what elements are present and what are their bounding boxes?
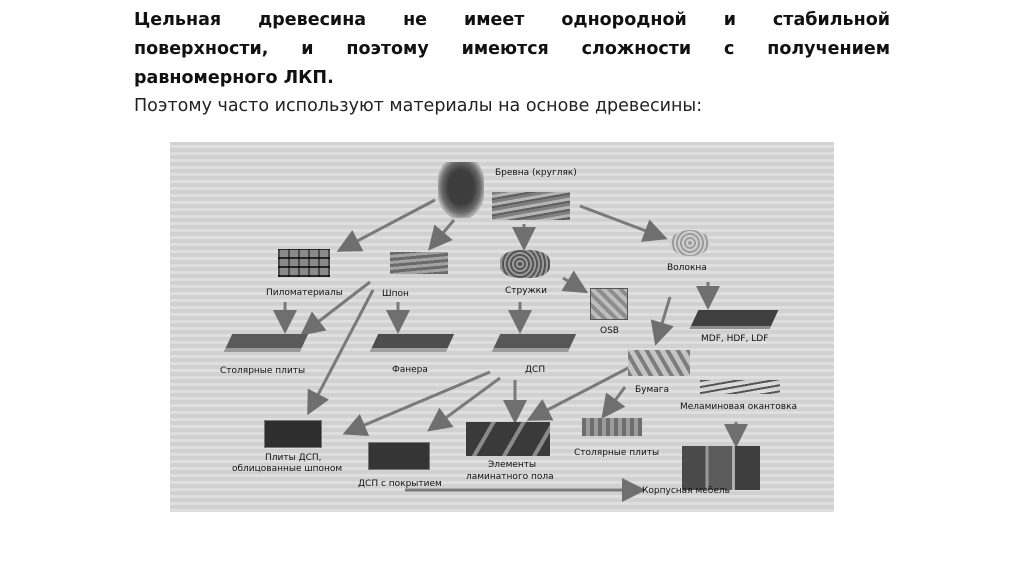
label-veneer: Шпон — [382, 289, 409, 299]
label-laminate-1: Элементы — [488, 460, 536, 470]
label-osb: OSB — [600, 326, 619, 336]
arrow-logs-lumber — [342, 200, 435, 249]
label-veneered-board-2: облицованные шпоном — [232, 464, 342, 474]
furniture-image — [682, 446, 760, 490]
heading-line-3: равномерного ЛКП. — [134, 64, 890, 93]
arrow-particleboard-coated — [432, 378, 500, 428]
osb-image — [590, 288, 628, 320]
arrow-veneer-veneered — [310, 290, 373, 410]
label-logs: Бревна (кругляк) — [495, 168, 577, 178]
label-lumber: Пиломатериалы — [266, 288, 343, 298]
lumber-stack-image — [278, 249, 330, 277]
wood-materials-diagram: Бревна (кругляк) Пиломатериалы Шпон Стру… — [170, 142, 834, 512]
label-fibers: Волокна — [667, 263, 707, 273]
paper-rolls-image — [628, 350, 690, 376]
arrow-logs-fibers — [580, 206, 662, 237]
subheading: Поэтому часто используют материалы на ос… — [134, 96, 702, 116]
heading-line-2: поверхности, и поэтому имеются сложности… — [134, 35, 890, 64]
tree-icon — [438, 162, 484, 218]
label-particleboard: ДСП — [525, 365, 545, 375]
arrow-fibers-paper — [657, 297, 670, 340]
laminate-floor-image — [466, 422, 550, 456]
fibers-image — [670, 230, 710, 256]
label-furniture: Корпусная мебель — [642, 486, 730, 496]
label-mdf: MDF, HDF, LDF — [701, 334, 768, 344]
heading: Цельная древесина не имеет однородной и … — [134, 6, 890, 93]
plywood-image — [370, 334, 454, 352]
label-melamine-edge: Меламиновая окантовка — [680, 402, 797, 412]
arrow-logs-veneer — [432, 220, 454, 246]
label-veneered-board-1: Плиты ДСП, — [265, 453, 322, 463]
veneered-board-image — [264, 420, 322, 448]
arrow-paper-laminate — [532, 366, 632, 418]
chips-image — [500, 250, 550, 278]
arrow-paper-blockboard — [605, 387, 625, 414]
label-chips: Стружки — [505, 286, 547, 296]
arrow-chips-osb — [563, 278, 583, 290]
log-pile-image — [492, 192, 570, 220]
coated-board-image — [368, 442, 430, 470]
mdf-board-image — [690, 310, 779, 329]
particleboard-image — [492, 334, 576, 352]
veneer-image — [390, 252, 448, 274]
melamine-edge-image — [700, 380, 780, 394]
label-paper: Бумага — [635, 385, 669, 395]
label-plywood: Фанера — [392, 365, 428, 375]
label-blockboard: Столярные плиты — [220, 366, 305, 376]
label-coated-board: ДСП с покрытием — [358, 479, 442, 489]
label-laminate-2: ламинатного пола — [466, 472, 554, 482]
blockboard-image — [224, 334, 308, 352]
heading-line-1: Цельная древесина не имеет однородной и … — [134, 6, 890, 35]
label-blockboard-2: Столярные плиты — [574, 448, 659, 458]
blockboard-2-image — [582, 418, 642, 436]
